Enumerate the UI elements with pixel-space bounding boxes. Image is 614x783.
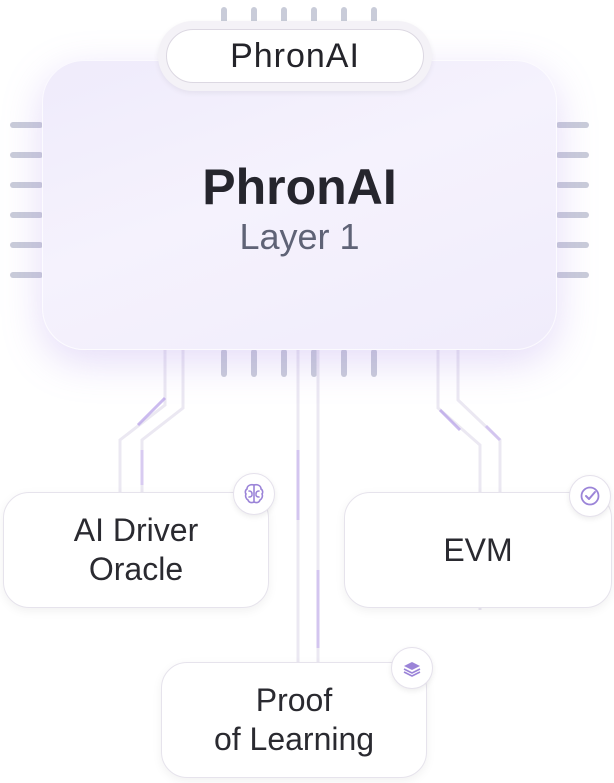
brand-badge: PhronAI [158, 21, 432, 91]
core-subtitle: Layer 1 [239, 216, 360, 257]
left-pins [10, 122, 43, 278]
bottom-pins [221, 349, 377, 377]
right-pins [556, 122, 589, 278]
node-evm-label: EVM [443, 531, 513, 568]
brand-logo: PhronAI [166, 29, 424, 83]
right-trace-highlight-2 [484, 424, 502, 442]
node-ai-driver-oracle: AI Driver Oracle [3, 492, 269, 608]
left-trace-highlight [136, 396, 167, 427]
core-title: PhronAI [202, 159, 397, 215]
layers-icon [391, 647, 433, 689]
check-badge-icon [569, 475, 611, 517]
node-proof-of-learning-label: Proof of Learning [213, 682, 375, 757]
node-evm: EVM [344, 492, 612, 608]
brain-icon [233, 473, 275, 515]
node-proof-of-learning: Proof of Learning [161, 662, 427, 778]
node-ai-driver-oracle-label: AI Driver Oracle [73, 512, 199, 587]
core-chip [42, 60, 557, 350]
right-trace-highlight [438, 408, 462, 432]
